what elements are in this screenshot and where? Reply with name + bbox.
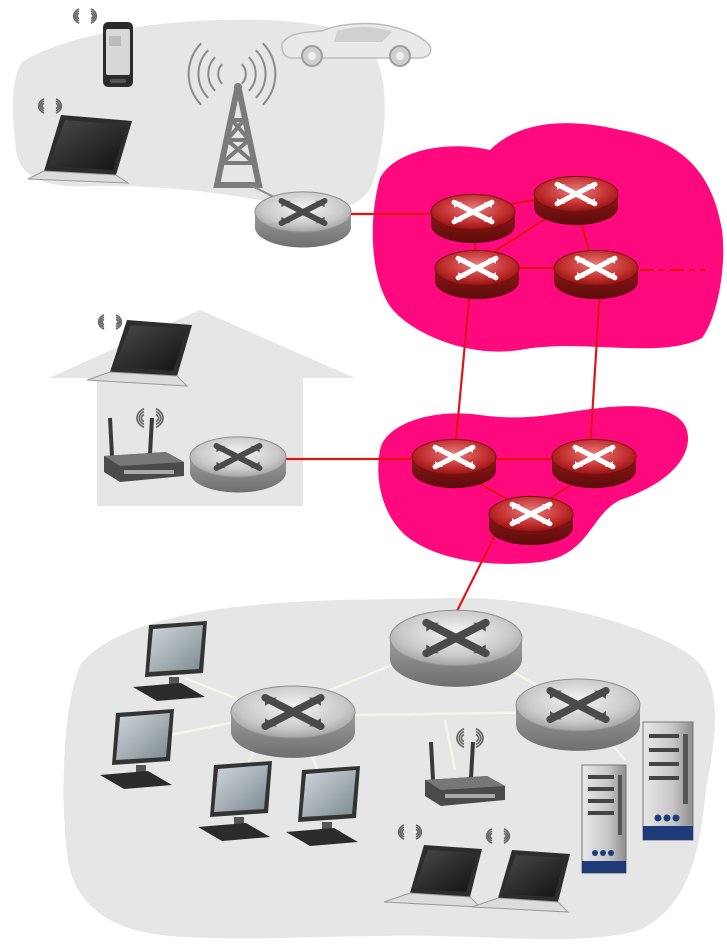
server-icon bbox=[581, 764, 627, 874]
router-icon bbox=[389, 609, 523, 687]
laptop-icon bbox=[27, 115, 132, 184]
smartphone-icon bbox=[103, 22, 133, 87]
desktop-computer-icon bbox=[133, 621, 207, 701]
link-global-c-regional-a bbox=[453, 289, 472, 451]
router-icon bbox=[551, 438, 637, 489]
wireless-signal-icon bbox=[456, 727, 484, 749]
router-icon bbox=[430, 193, 516, 244]
router-icon bbox=[230, 685, 356, 758]
router-icon bbox=[515, 678, 641, 751]
wireless-signal-icon bbox=[37, 98, 63, 114]
car-icon bbox=[281, 22, 432, 67]
router-icon bbox=[254, 191, 352, 248]
lan-link-ap bbox=[443, 719, 457, 771]
router-icon bbox=[189, 436, 287, 493]
wireless-signals bbox=[37, 8, 511, 844]
wifi-access-point-icon bbox=[425, 741, 505, 806]
desktop-computer-icon bbox=[198, 761, 272, 841]
router-icon bbox=[553, 249, 639, 300]
link-global-d-regional-b bbox=[588, 289, 602, 451]
wireless-signal-icon bbox=[485, 828, 511, 844]
wireless-signal-icon bbox=[187, 42, 277, 106]
laptop-icon bbox=[383, 845, 482, 908]
routers bbox=[189, 175, 641, 758]
wifi-access-point-icon bbox=[104, 417, 184, 482]
wireless-signal-icon bbox=[397, 824, 423, 840]
wireless-signal-icon bbox=[72, 8, 98, 24]
router-icon bbox=[411, 438, 497, 489]
link-regional-c-enterprise-top bbox=[454, 534, 496, 616]
router-icon bbox=[434, 249, 520, 300]
cell-tower-icon bbox=[213, 83, 263, 188]
router-icon bbox=[533, 175, 619, 226]
desktop-computer-icon bbox=[100, 709, 174, 789]
router-icon bbox=[488, 495, 574, 546]
global-isp-cloud bbox=[372, 123, 724, 352]
server-icon bbox=[642, 721, 694, 841]
laptop-icon bbox=[86, 320, 192, 387]
wireless-signal-icon bbox=[136, 407, 164, 429]
laptop-icon bbox=[471, 850, 570, 913]
desktop-computer-icon bbox=[286, 766, 360, 846]
wireless-signal-icon bbox=[97, 314, 123, 330]
